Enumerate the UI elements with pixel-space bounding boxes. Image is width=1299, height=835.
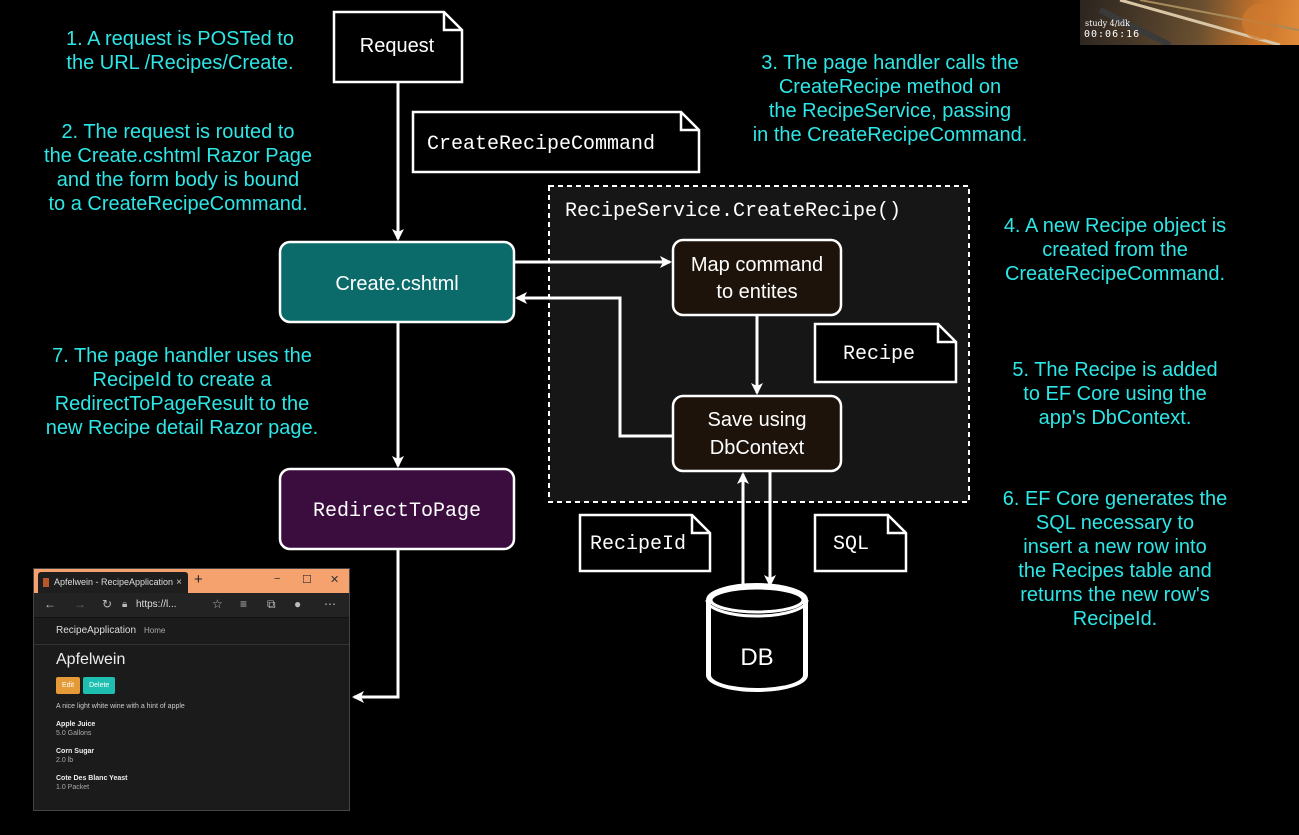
webcam-overlay: study 4/idk 00:06:16 <box>1080 0 1299 45</box>
favorites-list-icon[interactable]: ≡ <box>240 597 248 611</box>
forward-icon[interactable]: → <box>74 597 86 611</box>
map-command-box <box>671 238 843 317</box>
annotation-step-6: 6. EF Core generates the SQL necessary t… <box>1002 488 1228 630</box>
recipe-id-document-label: RecipeId <box>590 533 686 556</box>
ingredient-item: Cote Des Blanc Yeast 1.0 Packet <box>56 775 327 791</box>
save-label-1: Save using <box>708 409 807 431</box>
browser-tab[interactable]: Apfelwein - RecipeApplication × <box>38 572 188 593</box>
arrow-redirect-to-browser <box>352 549 400 703</box>
sql-document-label: SQL <box>833 533 869 556</box>
webcam-timer: 00:06:16 <box>1084 29 1141 40</box>
collections-icon[interactable]: ⧉ <box>267 597 276 611</box>
refresh-icon[interactable]: ↻ <box>102 597 113 611</box>
recipe-document-label: Recipe <box>843 343 915 366</box>
close-window-icon[interactable]: ✕ <box>330 574 340 586</box>
redirect-label: RedirectToPage <box>313 500 481 523</box>
arrow-save-to-create <box>515 292 673 438</box>
request-label: Request <box>360 35 435 57</box>
db-label: DB <box>740 644 773 671</box>
edit-button[interactable]: Edit <box>56 677 81 694</box>
tab-close-icon[interactable]: × <box>176 577 182 588</box>
recipe-service-label: RecipeService.CreateRecipe() <box>565 200 901 223</box>
browser-toolbar: ← → ↻ 🔒︎ https://l... ☆ ≡ ⧉ ● ⋯ <box>34 593 349 618</box>
annotation-step-1: 1. A request is POSTed to the URL /Recip… <box>66 28 294 74</box>
browser-window: Apfelwein - RecipeApplication × + − ☐ ✕ … <box>33 568 350 811</box>
annotation-step-5: 5. The Recipe is added to EF Core using … <box>1012 359 1218 429</box>
nav-home-link[interactable]: Home <box>144 626 166 635</box>
recipe-id-document <box>578 513 712 573</box>
new-tab-icon[interactable]: + <box>194 571 203 588</box>
webcam-scene <box>1098 0 1299 45</box>
minimize-icon[interactable]: − <box>274 573 281 585</box>
map-command-label-1: Map command <box>691 254 823 276</box>
create-page-label: Create.cshtml <box>335 273 458 295</box>
command-document-label: CreateRecipeCommand <box>427 133 655 156</box>
request-document <box>332 10 464 84</box>
ingredient-name: Corn Sugar <box>56 748 95 755</box>
ingredient-quantity: 2.0 lb <box>56 757 74 764</box>
browser-titlebar: Apfelwein - RecipeApplication × + − ☐ ✕ <box>34 569 349 593</box>
more-icon[interactable]: ⋯ <box>324 597 336 611</box>
save-label-2: DbContext <box>710 437 805 459</box>
recipe-title: Apfelwein <box>56 651 126 668</box>
ingredient-name: Cote Des Blanc Yeast <box>56 775 128 782</box>
delete-button[interactable]: Delete <box>83 677 116 694</box>
annotation-step-3: 3. The page handler calls the CreateReci… <box>752 52 1028 146</box>
annotation-step-7: 7. The page handler uses the RecipeId to… <box>45 345 319 439</box>
app-navbar: RecipeApplication Home <box>34 618 349 645</box>
lock-icon: 🔒︎ <box>122 599 128 610</box>
back-icon[interactable]: ← <box>44 597 56 611</box>
annotation-step-2: 2. The request is routed to the Create.c… <box>44 121 312 215</box>
command-document <box>411 110 701 174</box>
annotation-step-4: 4. A new Recipe object is created from t… <box>1003 215 1227 285</box>
favorite-icon[interactable]: ☆ <box>212 597 223 611</box>
ingredient-name: Apple Juice <box>56 721 96 728</box>
ingredient-item: Corn Sugar 2.0 lb <box>56 748 327 764</box>
maximize-icon[interactable]: ☐ <box>302 574 312 586</box>
page-icon <box>43 578 49 587</box>
recipe-description: A nice light white wine with a hint of a… <box>56 703 185 710</box>
profile-avatar[interactable]: ● <box>294 597 302 611</box>
map-command-label-2: to entites <box>716 281 797 303</box>
recipe-document <box>813 322 958 384</box>
webcam-label: study 4/idk <box>1085 19 1130 28</box>
save-box <box>671 394 843 473</box>
address-bar[interactable]: https://l... <box>136 599 177 610</box>
sql-document <box>813 513 908 573</box>
ingredient-item: Apple Juice 5.0 Gallons <box>56 721 327 737</box>
app-brand[interactable]: RecipeApplication <box>56 625 137 636</box>
ingredient-quantity: 5.0 Gallons <box>56 730 92 737</box>
tab-title: Apfelwein - RecipeApplication <box>54 577 174 587</box>
database-cylinder <box>705 583 809 692</box>
ingredient-quantity: 1.0 Packet <box>56 784 90 791</box>
